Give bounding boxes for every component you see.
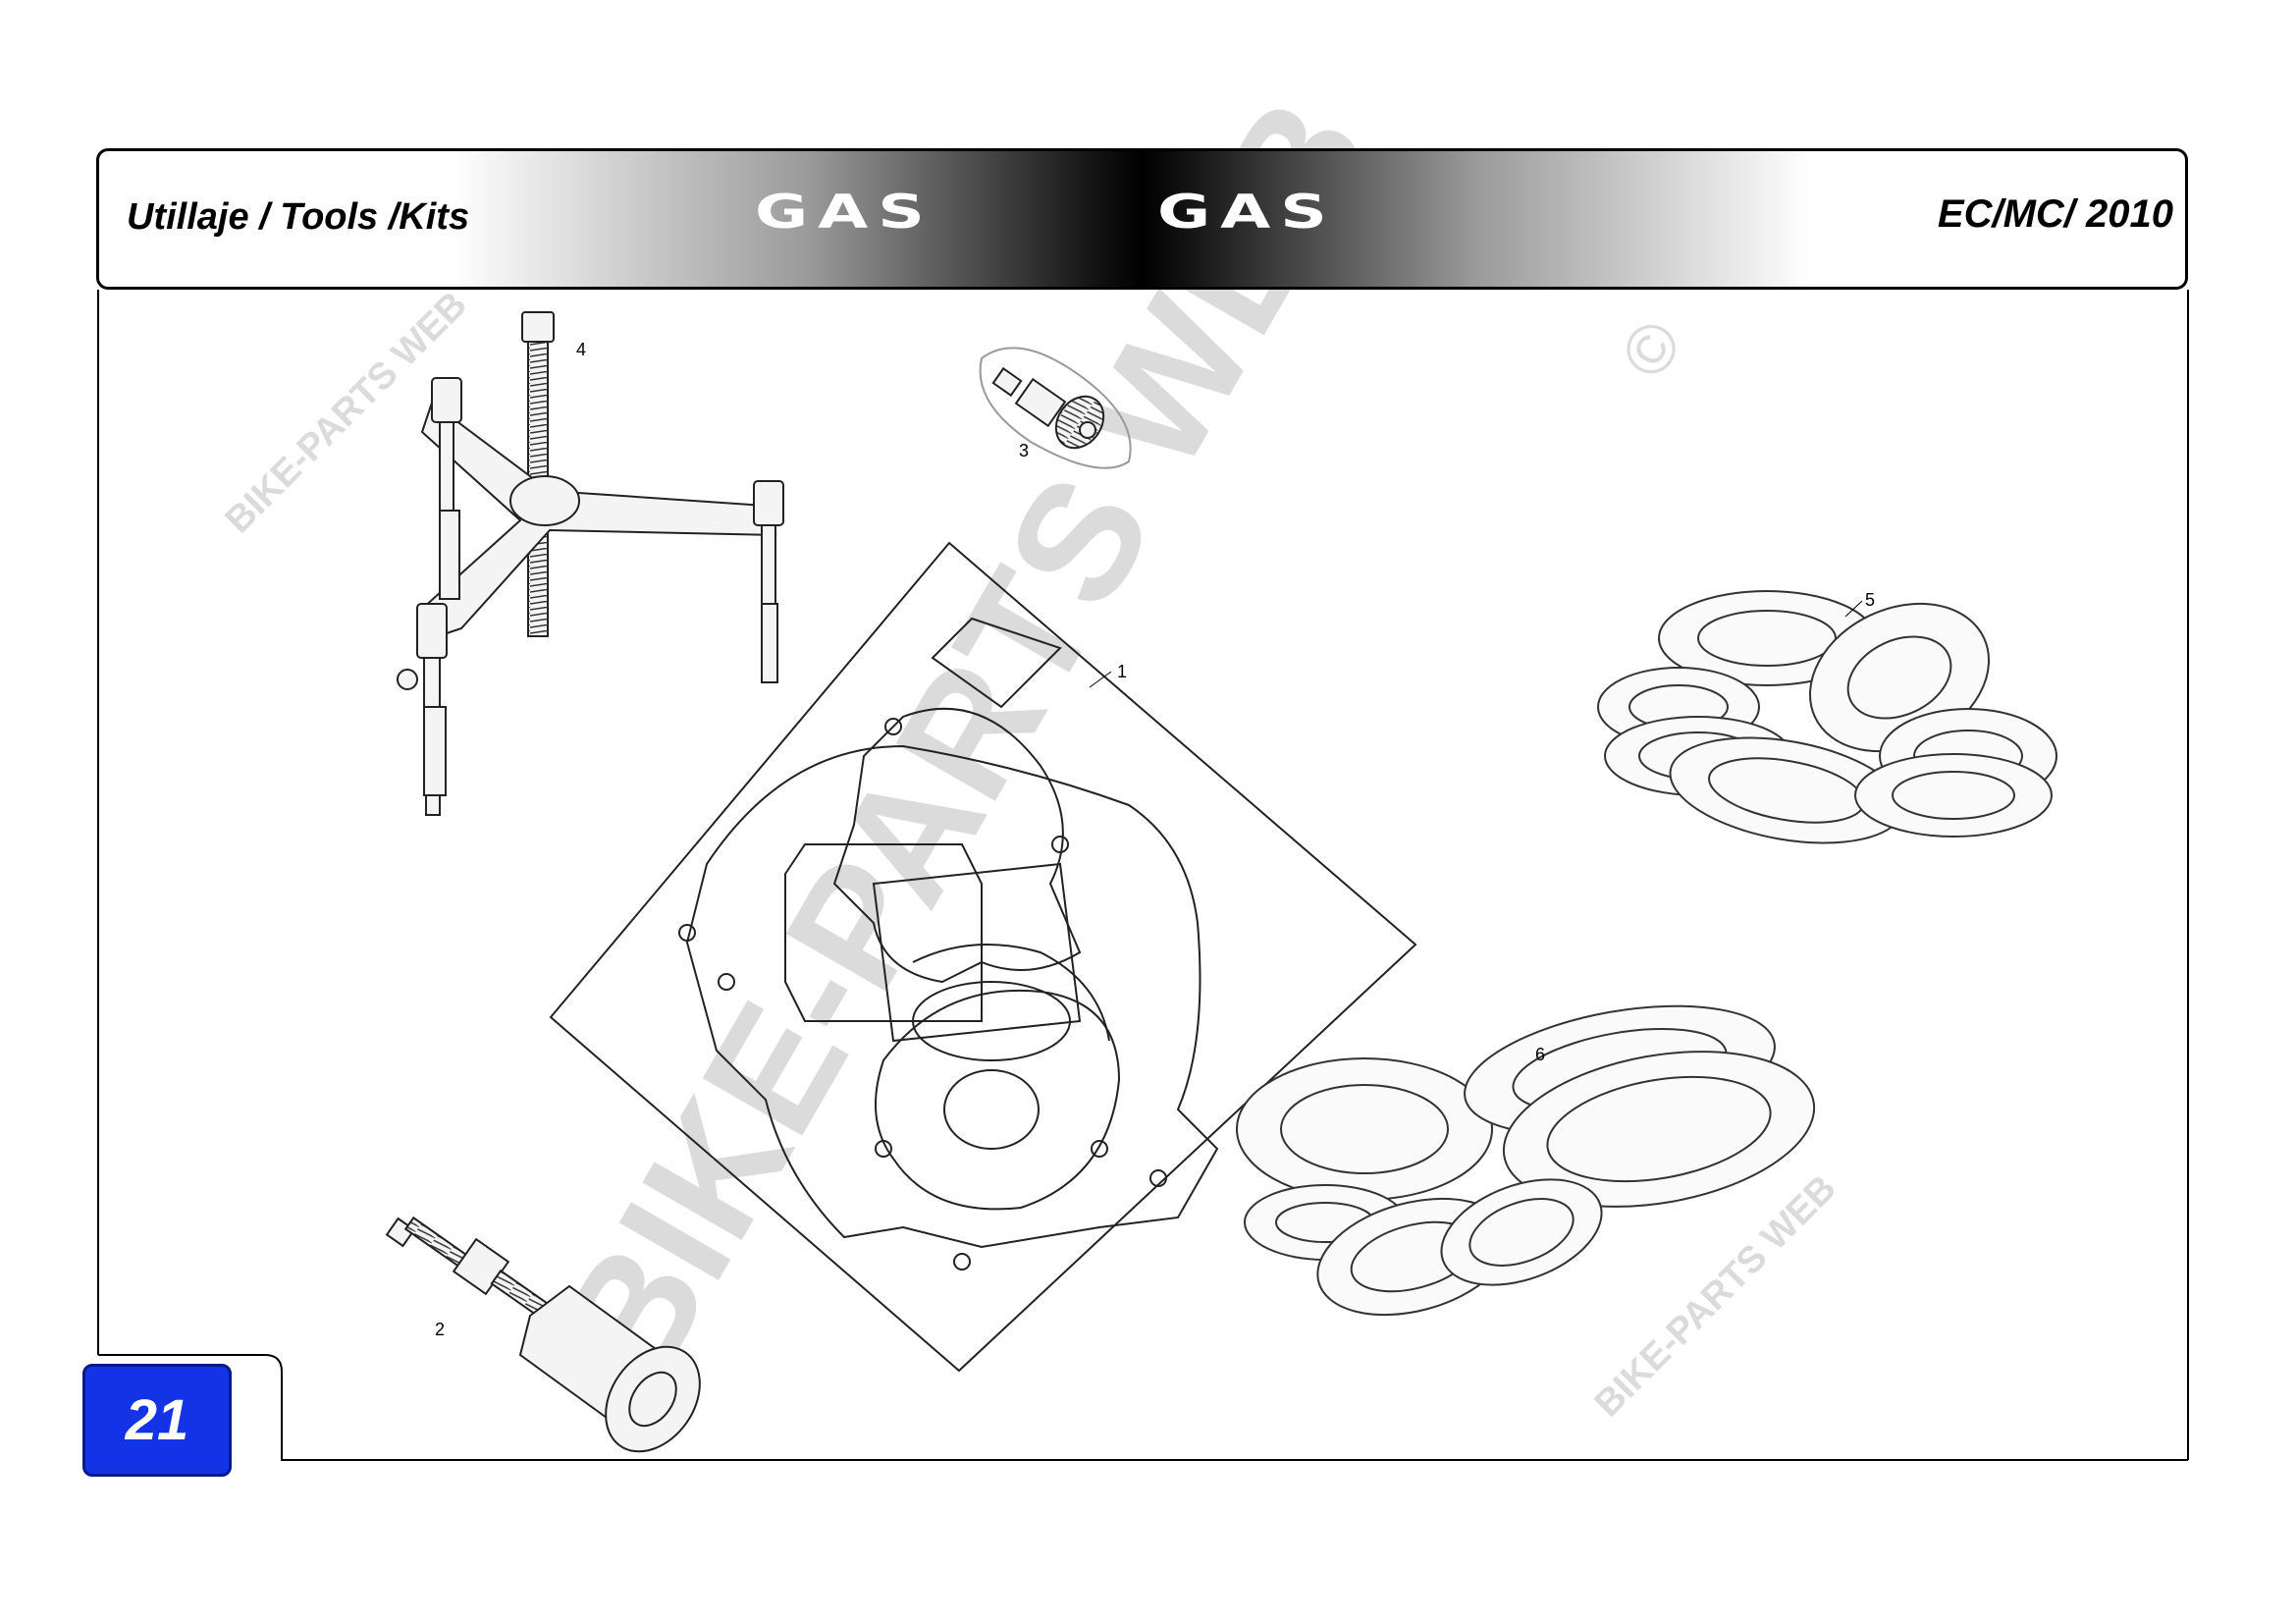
callout-5: 5 [1865,590,1875,610]
callout-6: 6 [1535,1045,1545,1064]
callout-1: 1 [1117,662,1127,681]
svg-text:©: © [1605,308,1696,391]
callout-2: 2 [435,1320,445,1339]
part-1-gasket-kit [549,541,1417,1373]
section-title: Utillaje / Tools /Kits [127,196,470,238]
part-4-puller-tool [397,311,784,816]
callout-3: 3 [1019,441,1029,460]
part-3-adaptor [979,347,1132,469]
page-number-badge: 21 [82,1364,232,1477]
callout-labels: 1 2 3 4 5 6 [435,340,1875,1339]
part-6-large-seal-set [1236,1004,1816,1317]
callout-4: 4 [576,340,586,359]
brand-logo-word-2: GAS [1157,185,1337,240]
frame-bottom-line [98,1354,2188,1461]
part-5-seal-set [1597,590,2057,844]
brand-logo-word-1: GAS [755,185,934,240]
page-header: Utillaje / Tools /Kits GAS GAS EC/MC/ 20… [96,148,2188,290]
part-2-installer-tool [385,1216,701,1453]
model-year-title: EC/MC/ 2010 [1937,192,2173,236]
callout-leaders [1089,600,1863,688]
